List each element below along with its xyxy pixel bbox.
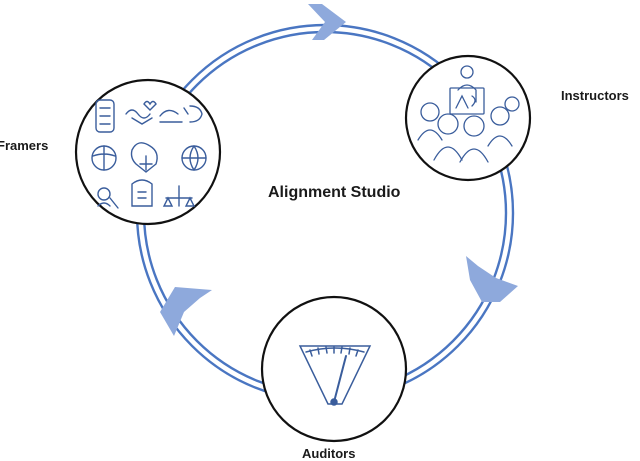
gauge-needle [333, 355, 347, 403]
instructors-illustration-icon [417, 65, 520, 163]
node-auditors [260, 295, 408, 443]
arrow-top [308, 4, 346, 40]
instructors-label: Instructors [561, 88, 629, 103]
node-instructors [404, 54, 532, 182]
arrow-right [466, 256, 518, 302]
flow-arrows [160, 4, 518, 336]
node-framers [74, 78, 222, 226]
framers-illustration-icon [91, 99, 207, 209]
framers-label: Framers [0, 138, 49, 153]
arrow-left [160, 287, 212, 336]
diagram-title: Alignment Studio [268, 184, 401, 201]
auditors-label: Auditors [302, 446, 356, 461]
gauge-icon [298, 345, 372, 406]
